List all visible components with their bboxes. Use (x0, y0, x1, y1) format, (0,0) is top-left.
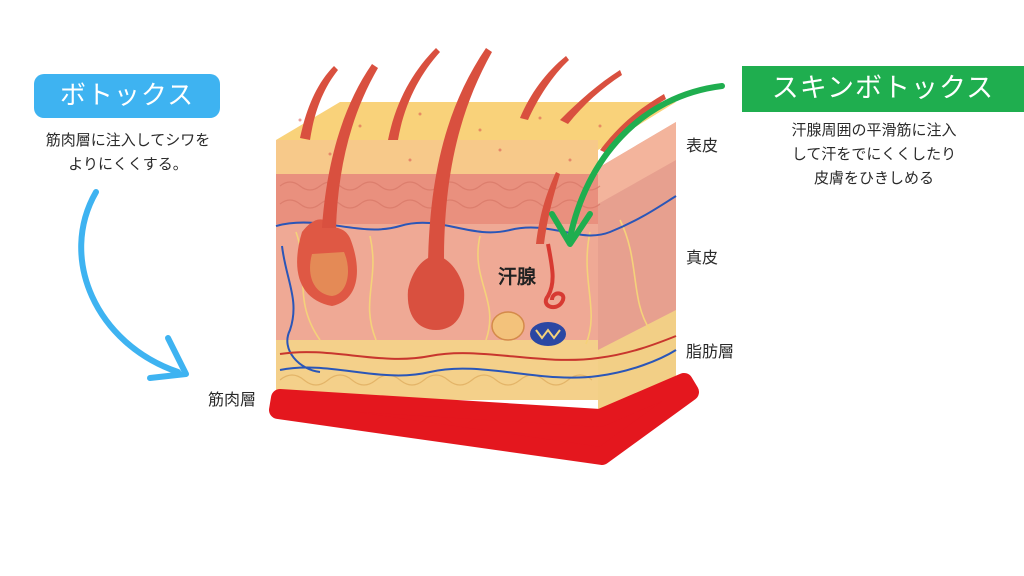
skin-botox-arrow-line (567, 83, 725, 241)
botox-arrow-line (78, 189, 181, 375)
skin-botox-badge: スキンボトックス (742, 66, 1024, 112)
skin-botox-desc-line-3: 皮膚をひきしめる (813, 169, 934, 187)
epidermis-label: 表皮 (686, 136, 719, 155)
skin-botox-arrow-head (549, 211, 593, 247)
skin-botox-desc-line-2: して汗をでにくくしたり (791, 145, 957, 163)
skin-botox-desc-line-1: 汗腺周囲の平滑筋に注入 (791, 121, 957, 139)
botox-desc-line-1: 筋肉層に注入してシワを (45, 131, 211, 149)
botox-arrow-head (147, 335, 189, 381)
epidermis-layer (276, 140, 598, 174)
sweat-gland-coil (530, 322, 566, 346)
dermis-label: 真皮 (686, 248, 719, 267)
sweat-gland-label: 汗腺 (498, 266, 537, 288)
muscle-layer (269, 373, 699, 465)
sweat-gland-duct (543, 243, 566, 310)
fat-layer-label: 脂肪層 (686, 342, 735, 361)
muscle-layer-label: 筋肉層 (208, 390, 257, 409)
skin-botox-description: 汗腺周囲の平滑筋に注入 して汗をでにくくしたり 皮膚をひきしめる (756, 118, 992, 190)
botox-description: 筋肉層に注入してシワを よりにくくする。 (18, 128, 238, 176)
botox-desc-line-2: よりにくくする。 (68, 155, 188, 173)
botox-badge: ボトックス (34, 74, 220, 118)
